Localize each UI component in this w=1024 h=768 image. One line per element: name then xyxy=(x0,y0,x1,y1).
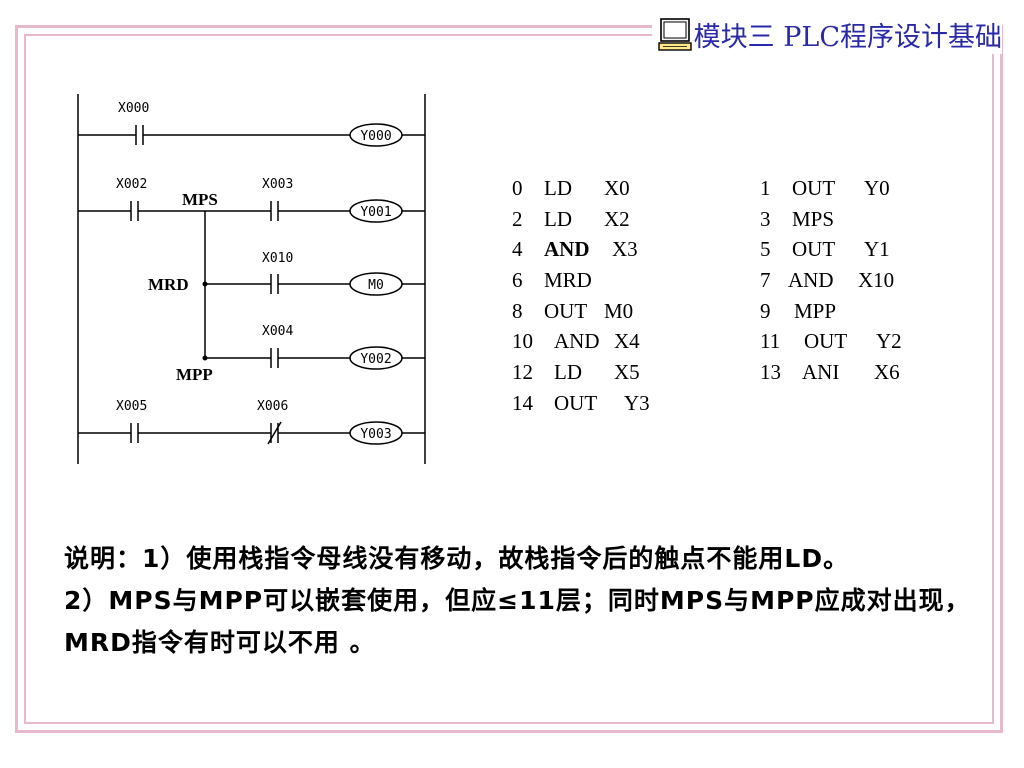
coil-label: Y000 xyxy=(360,129,391,144)
mpp-label: MPP xyxy=(176,365,213,384)
contact-label: X003 xyxy=(262,177,293,192)
coil-label: M0 xyxy=(368,278,384,293)
coil-label: Y001 xyxy=(360,205,391,220)
explanation-note: 说明：1）使用栈指令母线没有移动，故栈指令后的触点不能用LD。 2）MPS与MP… xyxy=(64,538,974,664)
slide-outer-border xyxy=(15,25,1003,733)
contact-label: X010 xyxy=(262,251,293,266)
note-line-1: 说明：1）使用栈指令母线没有移动，故栈指令后的触点不能用LD。 xyxy=(64,544,850,573)
contact-label: X005 xyxy=(116,399,147,414)
note-line-2: 2）MPS与MPP可以嵌套使用，但应≤11层；同时MPS与MPP应成对出现，MR… xyxy=(64,586,971,657)
mps-label: MPS xyxy=(182,190,218,209)
coil-label: Y002 xyxy=(360,352,391,367)
contact-label: X006 xyxy=(257,399,288,414)
mrd-label: MRD xyxy=(148,275,189,294)
contact-label: X004 xyxy=(262,324,293,339)
contact-label: X000 xyxy=(118,101,149,116)
slide-title: 模块三 PLC程序设计基础 xyxy=(693,21,1002,53)
coil-label: Y003 xyxy=(360,427,391,442)
slide-inner-border xyxy=(24,34,994,724)
ladder-diagram: X000 Y000 X002 X003 Y001 X010 M0 X004 Y0… xyxy=(77,94,426,464)
computer-monitor-icon xyxy=(657,18,692,51)
contact-label: X002 xyxy=(116,177,147,192)
nc-contact-slash xyxy=(267,421,282,445)
slide-header: 模块三 PLC程序设计基础 xyxy=(651,14,1002,54)
